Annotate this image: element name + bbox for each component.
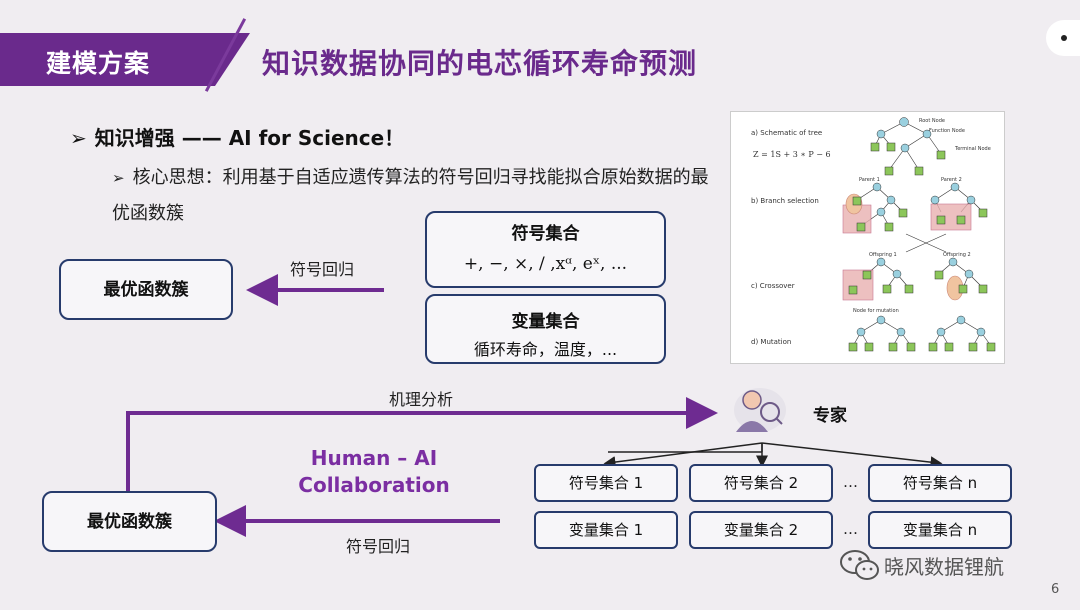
node-mutation-label: Node for mutation [853, 308, 899, 314]
dot-icon [1061, 35, 1067, 41]
variable-set-n-box: 变量集合 n [868, 511, 1012, 549]
bottom-optimal-function-box: 最优函数簇 [42, 491, 217, 552]
watermark-text: 晓风数据锂航 [884, 555, 1004, 579]
gp-trees [842, 117, 996, 352]
top-optimal-function-box: 最优函数簇 [59, 259, 233, 320]
more-options-button[interactable] [1046, 20, 1080, 56]
variable-set-1-box: 变量集合 1 [534, 511, 678, 549]
expert-label: 专家 [813, 406, 847, 426]
parent2-label: Parent 2 [941, 177, 962, 183]
section-tag: 建模方案 [0, 33, 250, 86]
offspring2-label: Offspring 2 [943, 252, 971, 258]
wechat-logo-icon [840, 550, 879, 580]
genetic-programming-figure: a) Schematic of tree Z = 1S + 3 ∗ P − 6 … [730, 111, 1005, 364]
bottom-regression-label: 符号回归 [346, 537, 411, 556]
expert-avatar-icon [734, 388, 786, 432]
human-ai-collaboration-label: Human – AI Collaboration [294, 445, 454, 499]
variable-set-content: 循环寿命，温度，... [473, 340, 618, 359]
symbol-set-content: +, −, ×, / ,xᵅ, eˣ, ... [463, 254, 628, 274]
main-bullet-text: 知识增强 —— AI for Science！ [94, 126, 405, 150]
page-number: 6 [1051, 582, 1060, 597]
symbol-set-box: 符号集合 +, −, ×, / ,xᵅ, eˣ, ... [425, 211, 666, 288]
main-bullet: ➢ 知识增强 —— AI for Science！ [70, 122, 404, 151]
bullet-arrow-icon: ➢ [112, 169, 125, 187]
bullet-arrow-icon: ➢ [70, 126, 87, 150]
variable-set-title: 变量集合 [511, 312, 580, 332]
bottom-optimal-function-label: 最优函数簇 [87, 512, 172, 532]
sub-bullet-text: 核心思想：利用基于自适应遗传算法的符号回归寻找能拟合原始数据的最优函数簇 [112, 167, 709, 224]
expert-branch-left [603, 442, 763, 468]
variable-set-box: 变量集合 循环寿命，温度，... [425, 294, 666, 364]
mechanism-analysis-label: 机理分析 [389, 390, 454, 409]
variable-set-2-box: 变量集合 2 [689, 511, 833, 549]
parent1-label: Parent 1 [859, 177, 880, 183]
function-node-label: Function Node [929, 128, 965, 134]
symbol-set-1-box: 符号集合 1 [534, 464, 678, 502]
figure-label-d: d) Mutation [751, 338, 792, 346]
collab-line1: Human – AI [310, 446, 438, 470]
page-title: 知识数据协同的电芯循环寿命预测 [262, 47, 698, 80]
collab-line2: Collaboration [298, 473, 450, 497]
root-node-label: Root Node [919, 118, 945, 124]
symbol-set-title: 符号集合 [511, 224, 580, 244]
variable-set-ellipsis: … [843, 520, 858, 538]
figure-label-b: b) Branch selection [751, 197, 819, 205]
symbol-set-2-box: 符号集合 2 [689, 464, 833, 502]
top-optimal-function-label: 最优函数簇 [103, 280, 189, 300]
expert-branch-right [761, 442, 943, 469]
symbol-set-ellipsis: … [843, 473, 858, 491]
terminal-node-label: Terminal Node [955, 146, 991, 152]
figure-label-a: a) Schematic of tree [751, 129, 823, 137]
top-regression-label: 符号回归 [290, 260, 355, 279]
sub-bullet: ➢核心思想：利用基于自适应遗传算法的符号回归寻找能拟合原始数据的最优函数簇 [112, 160, 712, 231]
figure-formula: Z = 1S + 3 ∗ P − 6 [753, 150, 831, 159]
figure-label-c: c) Crossover [751, 282, 795, 290]
section-tag-label: 建模方案 [46, 49, 151, 78]
offspring1-label: Offspring 1 [869, 252, 897, 258]
mechanism-arrow [126, 397, 718, 492]
symbol-set-n-box: 符号集合 n [868, 464, 1012, 502]
